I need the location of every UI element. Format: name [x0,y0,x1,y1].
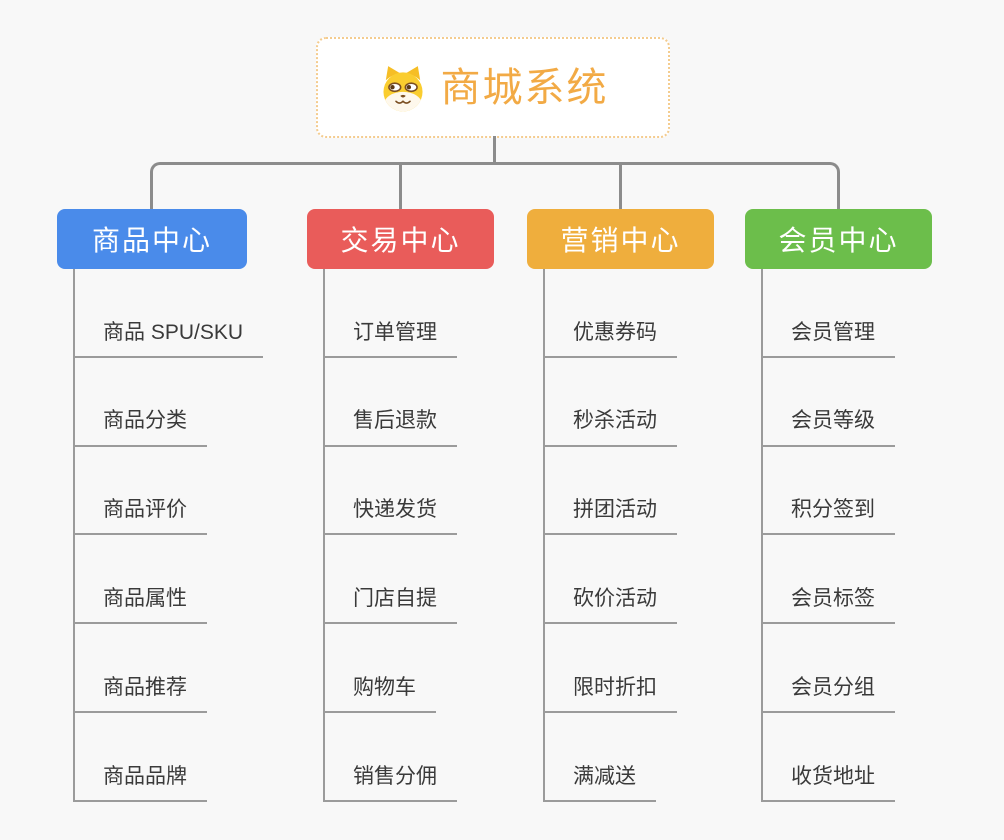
branch-node-product-center[interactable]: 商品中心 [57,209,247,269]
leaf-node[interactable]: 订单管理 [323,269,457,358]
leaf-node[interactable]: 售后退款 [323,358,457,447]
connector-branch-drop-marketing [619,165,622,209]
connector-branch-frame [150,162,840,209]
branch-children-marketing: 优惠券码 秒杀活动 拼团活动 砍价活动 限时折扣 满减送 [543,269,677,802]
branch-label: 商品中心 [91,225,212,256]
leaf-label: 商品推荐 [73,675,207,713]
connector-branch-drop-trade [399,165,402,209]
leaf-label: 限时折扣 [543,675,677,713]
leaf-node[interactable]: 门店自提 [323,535,457,625]
leaf-node[interactable]: 购物车 [323,624,457,713]
leaf-label: 会员分组 [761,675,895,713]
branch-node-marketing-center[interactable]: 营销中心 [527,209,714,269]
leaf-label: 拼团活动 [543,497,677,536]
leaf-node[interactable]: 商品推荐 [73,624,263,713]
leaf-label: 商品 SPU/SKU [73,320,264,358]
leaf-label: 商品品牌 [73,764,207,802]
leaf-node[interactable]: 会员分组 [761,624,895,713]
leaf-node[interactable]: 拼团活动 [543,447,677,536]
leaf-label: 门店自提 [323,586,457,625]
leaf-node[interactable]: 积分签到 [761,447,895,536]
branch-children-member: 会员管理 会员等级 积分签到 会员标签 会员分组 收货地址 [761,269,895,802]
leaf-node[interactable]: 会员管理 [761,269,895,358]
leaf-node[interactable]: 商品分类 [73,358,263,447]
leaf-label: 会员标签 [761,586,895,625]
leaf-node[interactable]: 快递发货 [323,447,457,536]
leaf-node[interactable]: 优惠券码 [543,269,677,358]
leaf-label: 砍价活动 [543,586,677,625]
branch-children-trade: 订单管理 售后退款 快递发货 门店自提 购物车 销售分佣 [323,269,457,802]
leaf-node[interactable]: 满减送 [543,713,677,802]
leaf-node[interactable]: 商品评价 [73,447,263,536]
leaf-node[interactable]: 会员标签 [761,535,895,625]
leaf-label: 收货地址 [761,764,895,802]
branch-label: 会员中心 [778,225,899,256]
dog-face-icon [378,62,428,114]
leaf-label: 售后退款 [323,408,457,447]
root-node[interactable]: 商城系统 [316,37,670,138]
leaf-label: 优惠券码 [543,320,677,358]
root-title: 商城系统 [440,65,609,110]
leaf-label: 会员等级 [761,408,895,447]
branch-children-product: 商品 SPU/SKU 商品分类 商品评价 商品属性 商品推荐 商品品牌 [73,269,264,802]
connector-root-vertical [493,136,496,164]
leaf-label: 会员管理 [761,320,895,358]
leaf-node[interactable]: 会员等级 [761,358,895,447]
leaf-label: 商品属性 [73,586,207,625]
leaf-node[interactable]: 秒杀活动 [543,358,677,447]
leaf-node[interactable]: 商品 SPU/SKU [73,269,264,358]
leaf-label: 积分签到 [761,497,895,536]
leaf-label: 商品评价 [73,497,207,536]
leaf-label: 秒杀活动 [543,408,677,447]
leaf-label: 购物车 [323,675,436,713]
leaf-node[interactable]: 商品属性 [73,535,263,625]
leaf-node[interactable]: 限时折扣 [543,624,677,713]
branch-node-member-center[interactable]: 会员中心 [745,209,932,269]
leaf-label: 商品分类 [73,408,207,447]
leaf-label: 满减送 [543,764,656,802]
leaf-node[interactable]: 商品品牌 [73,713,263,802]
branch-node-trade-center[interactable]: 交易中心 [307,209,494,269]
branch-label: 营销中心 [560,225,681,256]
leaf-label: 销售分佣 [323,764,457,802]
leaf-label: 订单管理 [323,320,457,358]
leaf-node[interactable]: 销售分佣 [323,713,457,802]
leaf-node[interactable]: 砍价活动 [543,535,677,625]
branch-label: 交易中心 [340,225,461,256]
leaf-label: 快递发货 [323,497,457,536]
leaf-node[interactable]: 收货地址 [761,713,895,802]
